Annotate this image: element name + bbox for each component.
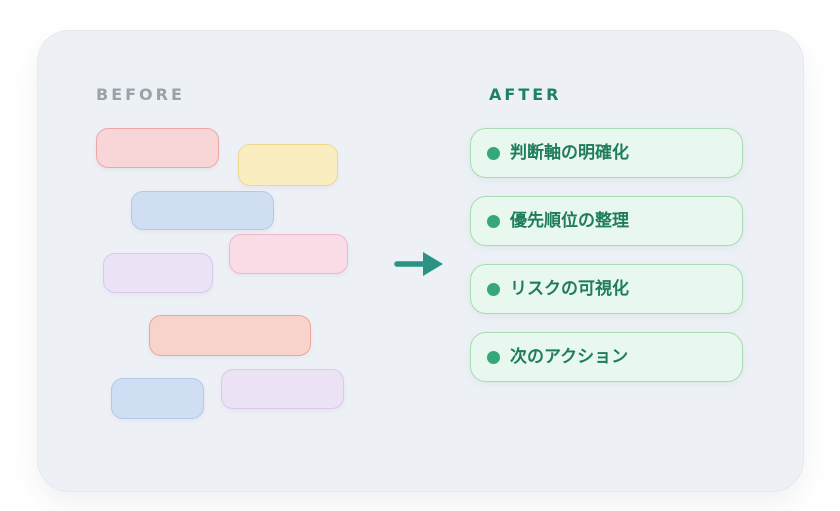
- after-item-priorities: 優先順位の整理: [470, 196, 743, 246]
- sticky-note-red: [96, 128, 219, 168]
- after-item-label: 優先順位の整理: [510, 210, 629, 231]
- green-dot-icon: [487, 350, 500, 364]
- sticky-note-blue: [131, 191, 274, 230]
- before-section-label: BEFORE: [96, 85, 185, 104]
- after-item-next-action: 次のアクション: [470, 332, 743, 382]
- sticky-note-yellow: [238, 144, 338, 186]
- sticky-note-purple-2: [221, 369, 344, 409]
- green-dot-icon: [487, 214, 500, 228]
- sticky-note-salmon: [149, 315, 311, 356]
- after-item-label: リスクの可視化: [510, 278, 629, 299]
- after-item-risks: リスクの可視化: [470, 264, 743, 314]
- sticky-note-purple: [103, 253, 213, 293]
- sticky-note-pink: [229, 234, 348, 274]
- green-dot-icon: [487, 146, 500, 160]
- after-item-label: 次のアクション: [510, 346, 629, 367]
- green-dot-icon: [487, 282, 500, 296]
- right-arrow-icon: [393, 246, 449, 282]
- after-item-label: 判断軸の明確化: [510, 142, 629, 163]
- sticky-note-blue-2: [111, 378, 204, 419]
- before-after-card: BEFORE AFTER 判断軸の明確化 優先順位の整理 リスクの可視化 次のア…: [37, 30, 804, 492]
- after-item-decision-axes: 判断軸の明確化: [470, 128, 743, 178]
- after-section-label: AFTER: [489, 85, 562, 104]
